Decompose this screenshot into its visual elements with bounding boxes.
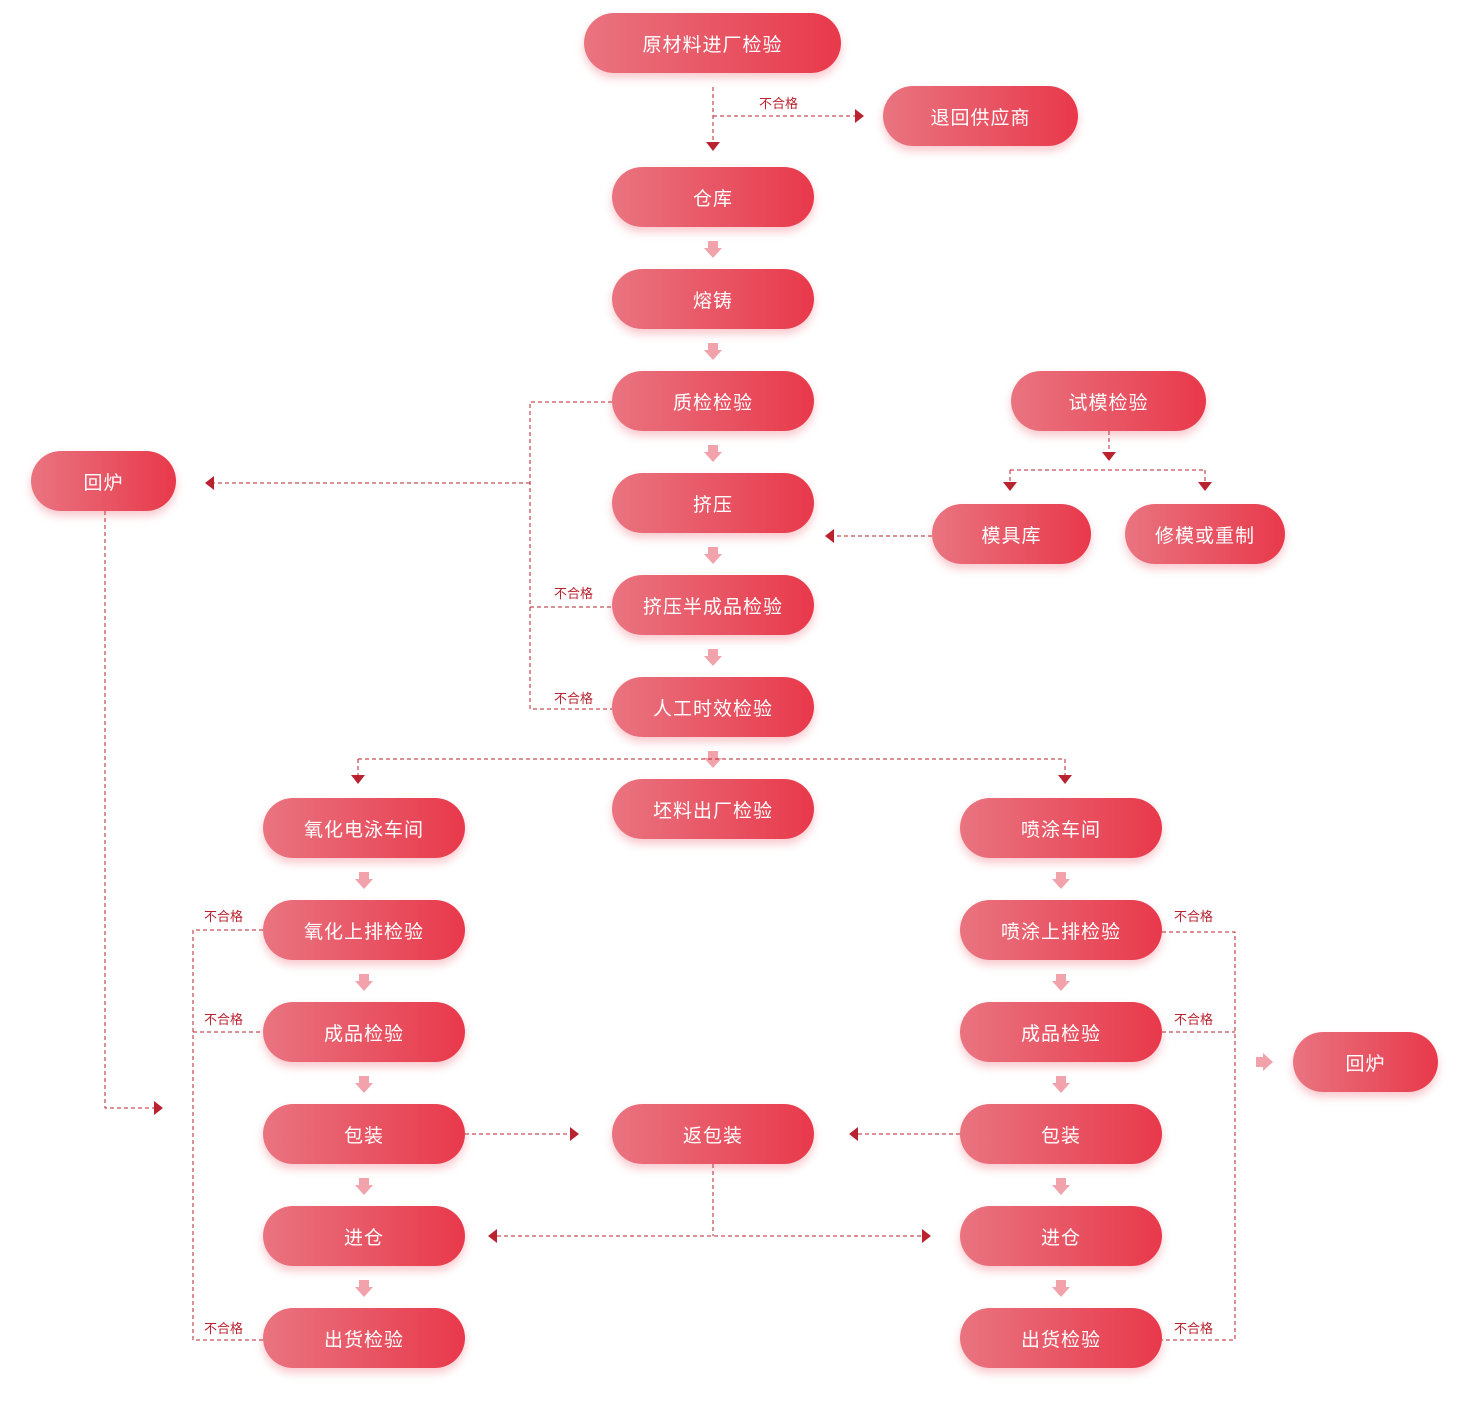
node-extrusion-semi-inspection: 挤压半成品检验	[612, 575, 814, 635]
unqualified-label: 不合格	[204, 910, 244, 925]
node-shipping-inspection-left: 出货检验	[263, 1308, 465, 1368]
flow-arrow-icon	[1052, 974, 1070, 991]
node-mold-repair: 修模或重制	[1125, 504, 1285, 564]
unqualified-label: 不合格	[554, 692, 594, 707]
node-mold-warehouse: 模具库	[932, 504, 1091, 564]
node-oxidation-rack-inspection: 氧化上排检验	[263, 900, 465, 960]
node-oxidation-workshop: 氧化电泳车间	[263, 798, 465, 858]
flow-arrow-icon	[355, 974, 373, 991]
node-artificial-aging-inspection: 人工时效检验	[612, 677, 814, 737]
flow-arrow-icon	[704, 751, 722, 768]
unqualified-label: 不合格	[1174, 1322, 1214, 1337]
arrowhead	[154, 1101, 163, 1115]
unqualified-label: 不合格	[1174, 910, 1214, 925]
arrowhead	[351, 775, 365, 784]
arrowhead	[706, 142, 720, 151]
node-packaging-right: 包装	[960, 1104, 1162, 1164]
unqualified-label: 不合格	[759, 97, 799, 112]
unqualified-label: 不合格	[1174, 1013, 1214, 1028]
node-casting: 熔铸	[612, 269, 814, 329]
flow-arrow-icon	[704, 445, 722, 462]
dashed-connector	[529, 401, 612, 710]
node-storage-right: 进仓	[960, 1206, 1162, 1266]
dashed-connector	[104, 511, 154, 1109]
unqualified-label: 不合格	[204, 1322, 244, 1337]
node-extrusion: 挤压	[612, 473, 814, 533]
node-return-to-supplier: 退回供应商	[883, 86, 1078, 146]
flow-arrow-icon	[704, 547, 722, 564]
node-billet-shipping-inspection: 坯料出厂检验	[612, 779, 814, 839]
flow-arrow-icon	[355, 1178, 373, 1195]
arrowhead	[570, 1127, 579, 1141]
flow-arrow-icon	[704, 241, 722, 258]
node-shipping-inspection-right: 出货检验	[960, 1308, 1162, 1368]
flow-arrow-icon	[704, 343, 722, 360]
arrowhead	[205, 476, 214, 490]
unqualified-label: 不合格	[554, 587, 594, 602]
flow-arrow-icon	[1052, 872, 1070, 889]
node-packaging-left: 包装	[263, 1104, 465, 1164]
arrowhead	[922, 1229, 931, 1243]
node-trial-mold-inspection: 试模检验	[1011, 371, 1206, 431]
node-spray-workshop: 喷涂车间	[960, 798, 1162, 858]
node-remelt-right: 回炉	[1293, 1032, 1438, 1092]
node-raw-material-inspection: 原材料进厂检验	[584, 13, 841, 73]
dashed-connector	[192, 929, 263, 1341]
flow-arrow-icon	[1052, 1076, 1070, 1093]
flow-arrow-icon	[1052, 1280, 1070, 1297]
arrowhead	[1003, 482, 1017, 491]
node-spray-rack-inspection: 喷涂上排检验	[960, 900, 1162, 960]
arrowhead	[825, 529, 834, 543]
arrowhead	[1198, 482, 1212, 491]
node-quality-inspection: 质检检验	[612, 371, 814, 431]
node-finished-inspection-left: 成品检验	[263, 1002, 465, 1062]
flow-arrow-icon	[355, 872, 373, 889]
arrowhead	[855, 109, 864, 123]
dashed-connector	[1162, 931, 1236, 1341]
node-storage-left: 进仓	[263, 1206, 465, 1266]
unqualified-label: 不合格	[204, 1013, 244, 1028]
node-finished-inspection-right: 成品检验	[960, 1002, 1162, 1062]
flow-arrow-icon	[1052, 1178, 1070, 1195]
flow-arrow-icon	[704, 649, 722, 666]
arrowhead	[488, 1229, 497, 1243]
flow-arrow-icon	[1256, 1053, 1273, 1071]
arrowhead	[1058, 775, 1072, 784]
node-warehouse: 仓库	[612, 167, 814, 227]
node-repackaging: 返包装	[612, 1104, 814, 1164]
arrowhead	[1102, 452, 1116, 461]
node-remelt-left: 回炉	[31, 451, 176, 511]
arrowhead	[849, 1127, 858, 1141]
flow-arrow-icon	[355, 1076, 373, 1093]
flow-arrow-icon	[355, 1280, 373, 1297]
